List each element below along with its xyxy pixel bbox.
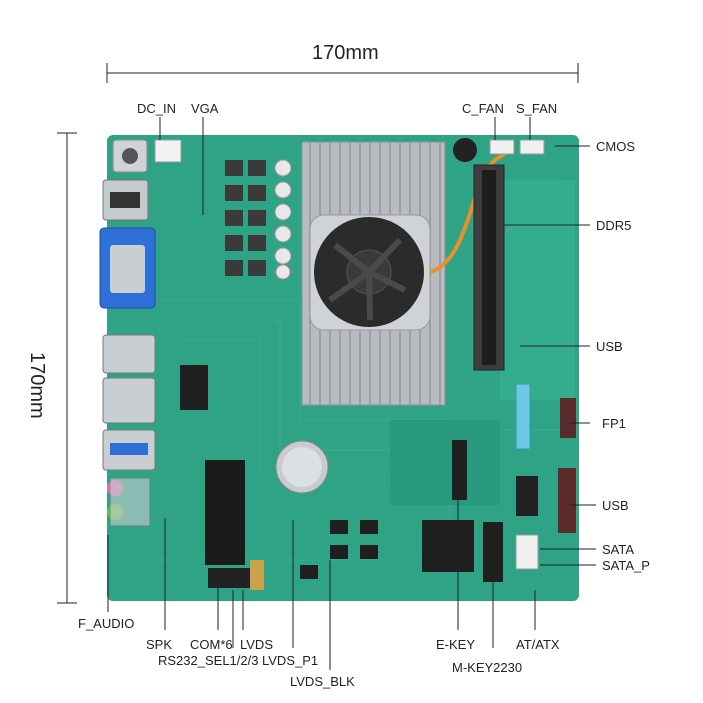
spk-label: SPK [146, 637, 173, 652]
lvds-connector [250, 560, 264, 590]
fp1-label: FP1 [602, 416, 626, 431]
com6-label: COM*6 [190, 637, 233, 652]
com-header [205, 460, 245, 565]
sata-label: SATA [602, 542, 635, 557]
c-fan-label: C_FAN [462, 101, 504, 116]
height-dimension-line [57, 132, 77, 604]
width-dimension-label: 170mm [312, 42, 379, 64]
usb-header-bottom [558, 468, 576, 533]
at-atx-label: AT/ATX [516, 637, 560, 652]
pcb-region [390, 420, 500, 505]
width-dimension-line [106, 63, 579, 83]
m-key-label: M-KEY2230 [452, 660, 523, 675]
height-dimension-label: 170mm [26, 352, 48, 419]
vga-label: VGA [191, 101, 219, 116]
lan-port [102, 377, 156, 424]
sata-p-label: SATA_P [602, 558, 650, 573]
s-fan-label: S_FAN [516, 101, 558, 116]
chipset [422, 520, 474, 572]
rs232-sel-label: RS232_SEL1/2/3 [158, 653, 259, 668]
usb-header-blue [515, 383, 531, 450]
power-header [154, 139, 182, 163]
sata-port [516, 476, 538, 516]
c-fan-header [489, 139, 515, 155]
fp1-header [560, 398, 576, 438]
pcb-region [500, 180, 575, 400]
ddr5-label: DDR5 [596, 218, 632, 233]
f-audio-label: F_AUDIO [78, 616, 135, 631]
vrm-capacitors [274, 159, 292, 280]
cmos-label: CMOS [596, 139, 635, 154]
usb-bottom-label: USB [602, 498, 629, 513]
fan-cable [429, 148, 512, 274]
cpu-fan [309, 214, 431, 331]
e-key-label: E-KEY [436, 637, 476, 652]
vrm-inductors [225, 160, 266, 276]
e-key-slot [452, 440, 467, 500]
lvds-label: LVDS [240, 637, 273, 652]
ics [180, 365, 378, 579]
leader-lines [107, 117, 596, 670]
lvds-p1-label: LVDS_P1 [262, 653, 319, 668]
m-key-slot [483, 522, 503, 582]
sata-power [515, 534, 539, 570]
rear-usb-port [102, 334, 156, 374]
s-fan-header [519, 139, 545, 155]
lvds-blk-label: LVDS_BLK [290, 674, 355, 689]
buzzer [453, 138, 477, 162]
rs232-jumper [208, 568, 252, 588]
dc-in-label: DC_IN [137, 101, 177, 116]
usb-top-label: USB [596, 339, 623, 354]
